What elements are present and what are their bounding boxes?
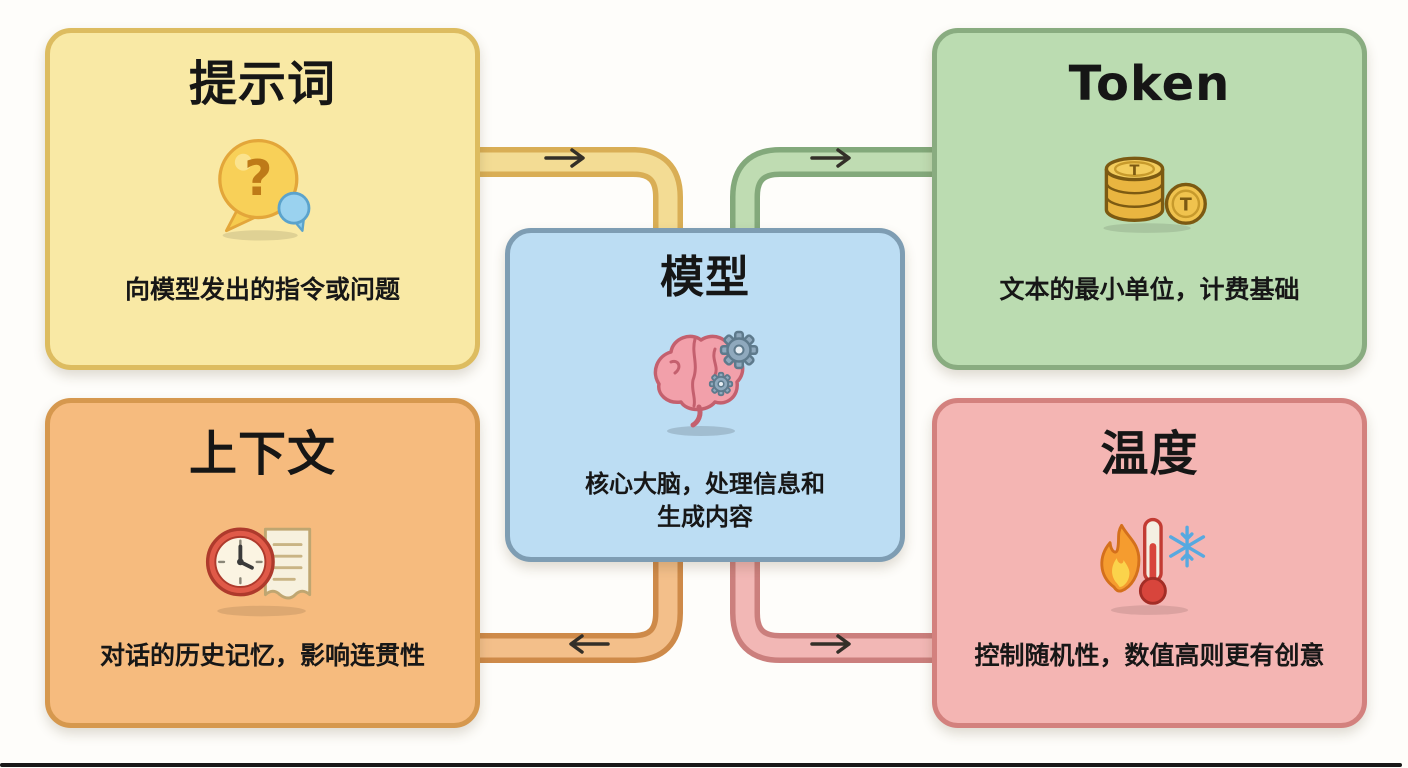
connector-model-to-token [730,147,938,252]
coins-icon: T T [1087,132,1213,234]
coin-stack-icon: T [1104,156,1164,223]
svg-text:T: T [1179,196,1191,216]
card-temperature-description: 控制随机性，数值高则更有创意 [974,641,1325,670]
arrow-right-icon [544,148,585,168]
arrow-right-icon [810,634,851,654]
card-temperature-title: 温度 [1100,426,1199,482]
speech-bubble-icon: ? [217,139,298,233]
connector-model-to-context [472,540,683,663]
card-context-title: 上下文 [188,426,336,482]
card-token: Token T T 文本的最小单位，计费基础 [932,28,1367,370]
coin-icon: T [1164,182,1207,226]
card-token-title: Token [1068,56,1231,112]
card-temperature: 温度 [932,398,1367,728]
svg-text:?: ? [244,150,272,207]
gear-icon [708,371,734,396]
connector-model-to-temperature [730,540,938,663]
model-description-line-1: 核心大脑，处理信息和 [585,470,825,499]
connector-prompt-to-model [472,147,683,252]
card-prompt: 提示词 ? 向模型发出的指令或问题 [45,28,480,370]
document-icon [263,527,311,600]
clock-document-icon [198,502,328,618]
card-model-description: 核心大脑，处理信息和 生成内容 [585,468,825,533]
gear-icon [719,330,759,369]
card-context: 上下文 [45,398,480,728]
flame-thermometer-snowflake-icon [1085,502,1215,618]
card-token-description: 文本的最小单位，计费基础 [999,275,1300,304]
card-context-description: 对话的历史记忆，影响连贯性 [99,641,425,670]
svg-text:T: T [1129,163,1139,179]
arrow-left-icon [569,634,610,654]
card-prompt-description: 向模型发出的指令或问题 [124,275,400,304]
arrow-right-icon [810,148,851,168]
clock-icon [205,527,275,597]
brain-gears-icon [635,314,775,439]
small-speech-bubble-icon [277,191,310,233]
card-model: 模型 [505,228,905,562]
flame-icon [1099,524,1140,593]
thermometer-icon [1138,518,1167,605]
card-prompt-title: 提示词 [188,56,336,112]
snowflake-icon [1168,525,1205,568]
bottom-border-line [0,763,1402,767]
model-description-line-2: 生成内容 [657,502,753,531]
card-model-title: 模型 [660,252,750,303]
question-bubble-icon: ? [202,132,324,244]
